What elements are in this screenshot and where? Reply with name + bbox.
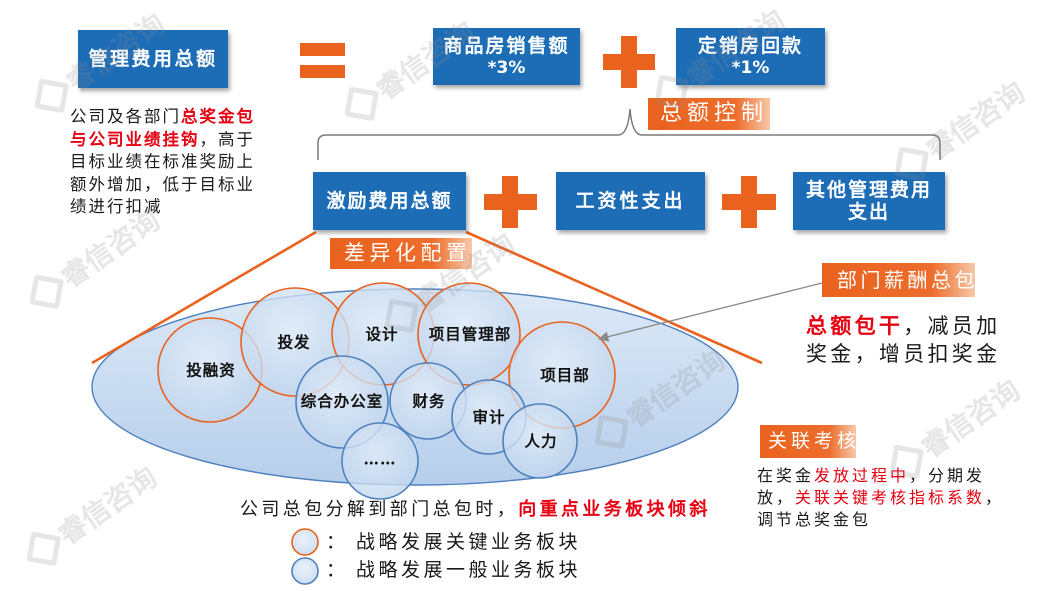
note-highlight: 向重点业务板块倾斜 <box>518 499 711 520</box>
legend-item-key: ： 战略发展关键业务板块 <box>326 530 581 554</box>
note-highlight: 与公司业绩挂钩 <box>70 129 200 149</box>
dept-label: 投发 <box>277 333 310 352</box>
box-label: 管理费用总额 <box>88 48 218 70</box>
total-admin-cost-box: 管理费用总额 <box>78 30 228 88</box>
box-label: 商品房销售额 <box>443 34 570 57</box>
legend-label: 战略发展关键业务板块 <box>356 531 582 553</box>
plus-bar-v <box>502 176 518 228</box>
dept-circle-general <box>502 403 578 479</box>
left-note: 公司及各部门总奖金包 与公司业绩挂钩，高于 目标业绩在标准奖励上 额外增加，低于… <box>70 106 255 219</box>
dept-label: 人力 <box>524 432 557 451</box>
box-label: 定销房回款 <box>697 34 803 57</box>
box-label: 其他管理费用 <box>805 179 932 201</box>
equals-bar-bottom <box>300 65 345 78</box>
dept-label: 综合办公室 <box>301 392 384 411</box>
box-rate: *3% <box>487 57 526 78</box>
equals-bar-top <box>300 43 345 56</box>
equals-icon <box>300 43 345 78</box>
legend-separator: ： <box>326 531 349 553</box>
legend-separator: ： <box>326 559 349 581</box>
dept-circle-general <box>341 422 419 500</box>
salary-expense-box: 工资性支出 <box>556 172 705 230</box>
tag-differentiated: 差异化配置 <box>330 238 472 269</box>
plus-bar-v <box>621 36 637 88</box>
bottom-note: 公司总包分解到部门总包时，向重点业务板块倾斜 <box>240 498 711 522</box>
note-highlight: 发放过程中 <box>814 466 910 485</box>
note-highlight: 总奖金包 <box>181 107 255 126</box>
incentive-cost-box: 激励费用总额 <box>313 172 466 230</box>
assessment-note: 在奖金发放过程中，分期发 放，关联关键考核指标系数， 调节总奖金包 <box>757 465 1004 531</box>
note-line: 放，关联关键考核指标系数， <box>757 487 1004 509</box>
dept-label: 财务 <box>412 392 445 411</box>
note-text: 公司总包分解到部门总包时， <box>240 499 519 520</box>
legend-key-circle <box>291 528 319 556</box>
note-line: 在奖金发放过程中，分期发 <box>757 465 1004 487</box>
dept-label: 设计 <box>365 325 398 344</box>
plus-icon <box>722 176 776 228</box>
right-note: 总额包干，减员加 奖金，增员扣奖金 <box>806 312 1000 368</box>
other-admin-expense-box: 其他管理费用 支出 <box>793 172 945 230</box>
legend-label: 战略发展一般业务板块 <box>356 559 582 581</box>
dept-circle-general <box>295 355 389 449</box>
plus-icon <box>603 36 655 88</box>
dept-label: 项目管理部 <box>429 325 512 344</box>
dept-label: …… <box>364 450 397 469</box>
box-label: 激励费用总额 <box>326 190 453 212</box>
plus-icon <box>484 176 537 228</box>
resettlement-payment-box: 定销房回款 *1% <box>676 28 825 85</box>
note-text: ，分期发 <box>909 466 986 485</box>
note-line: 调节总奖金包 <box>757 510 872 529</box>
note-text: ，高于 <box>199 129 255 149</box>
tag-dept-package: 部门薪酬总包 <box>822 263 975 297</box>
note-text: 放， <box>757 488 796 507</box>
legend-item-general: ： 战略发展一般业务板块 <box>326 558 581 582</box>
note-line: 额外增加，低于目标业 <box>70 174 255 194</box>
tag-linked-assessment: 关联考核 <box>760 425 856 458</box>
dept-label: 项目部 <box>540 366 590 385</box>
plus-bar-v <box>741 176 757 228</box>
tag-total-control: 总额控制 <box>648 98 770 130</box>
note-text: 公司及各部门 <box>70 107 181 126</box>
legend-general-circle <box>291 557 319 585</box>
diagonal-line-left <box>91 230 317 365</box>
note-line: 公司及各部门总奖金包 <box>70 106 255 129</box>
dept-label: 投融资 <box>186 361 236 380</box>
note-line: 公司总包分解到部门总包时，向重点业务板块倾斜 <box>240 498 711 522</box>
box-rate: *1% <box>731 57 770 78</box>
note-line: 总额包干，减员加 <box>806 312 1000 340</box>
note-text: ，减员加 <box>903 314 1001 338</box>
note-line: 目标业绩在标准奖励上 <box>70 152 255 171</box>
note-text: ， <box>985 488 1005 507</box>
housing-sales-box: 商品房销售额 *3% <box>433 28 580 85</box>
dept-label: 审计 <box>472 408 505 427</box>
box-label: 支出 <box>847 201 890 223</box>
note-text: 在奖金 <box>757 466 815 485</box>
note-highlight: 总额包干 <box>806 313 904 338</box>
note-line: 与公司业绩挂钩，高于 <box>70 129 255 152</box>
curly-brace-icon <box>317 108 941 160</box>
note-highlight: 关联关键考核指标系数 <box>795 488 986 507</box>
diagonal-line-right <box>465 230 763 365</box>
note-line: 奖金，增员扣奖金 <box>806 342 1001 366</box>
note-line: 绩进行扣减 <box>70 197 163 216</box>
arrow-left-icon <box>597 282 823 342</box>
box-label: 工资性支出 <box>575 190 686 212</box>
